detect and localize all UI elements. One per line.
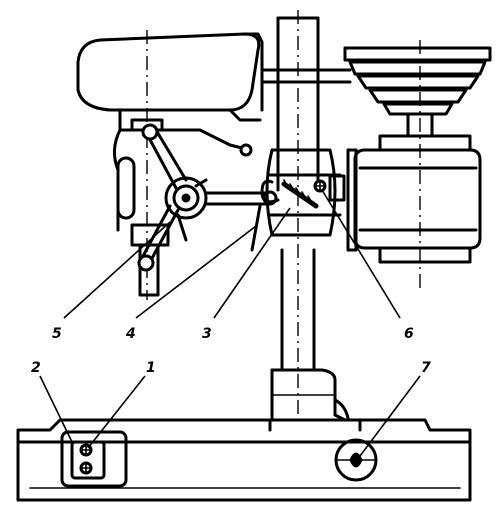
spindle-quill — [130, 118, 170, 297]
callout-5-label: 5 — [52, 326, 62, 342]
column-collar — [265, 148, 346, 237]
callout-5: 5 — [52, 221, 171, 342]
collar-spring — [281, 179, 319, 209]
callout-1: 1 — [87, 360, 156, 449]
callout-4-label: 4 — [125, 326, 136, 342]
callout-6-label: 6 — [404, 326, 414, 342]
callout-1-label: 1 — [146, 360, 156, 376]
callout-7-label: 7 — [421, 360, 431, 376]
collar-lever — [260, 179, 280, 204]
callout-3-label: 3 — [202, 326, 212, 342]
callout-2-label: 2 — [31, 360, 41, 376]
motor — [346, 134, 482, 264]
column — [264, 16, 350, 422]
feed-handle-arms — [137, 123, 208, 272]
callout-4: 4 — [125, 225, 257, 342]
callout-6: 6 — [321, 189, 414, 342]
callout-7: 7 — [359, 360, 431, 457]
base-lock-screw — [334, 438, 378, 482]
head-housing — [76, 32, 352, 232]
callout-2: 2 — [31, 360, 73, 443]
base-clamp-block — [60, 430, 128, 488]
callout-3: 3 — [202, 207, 291, 342]
collar-screw — [313, 179, 327, 193]
pulley-stack — [343, 46, 492, 138]
